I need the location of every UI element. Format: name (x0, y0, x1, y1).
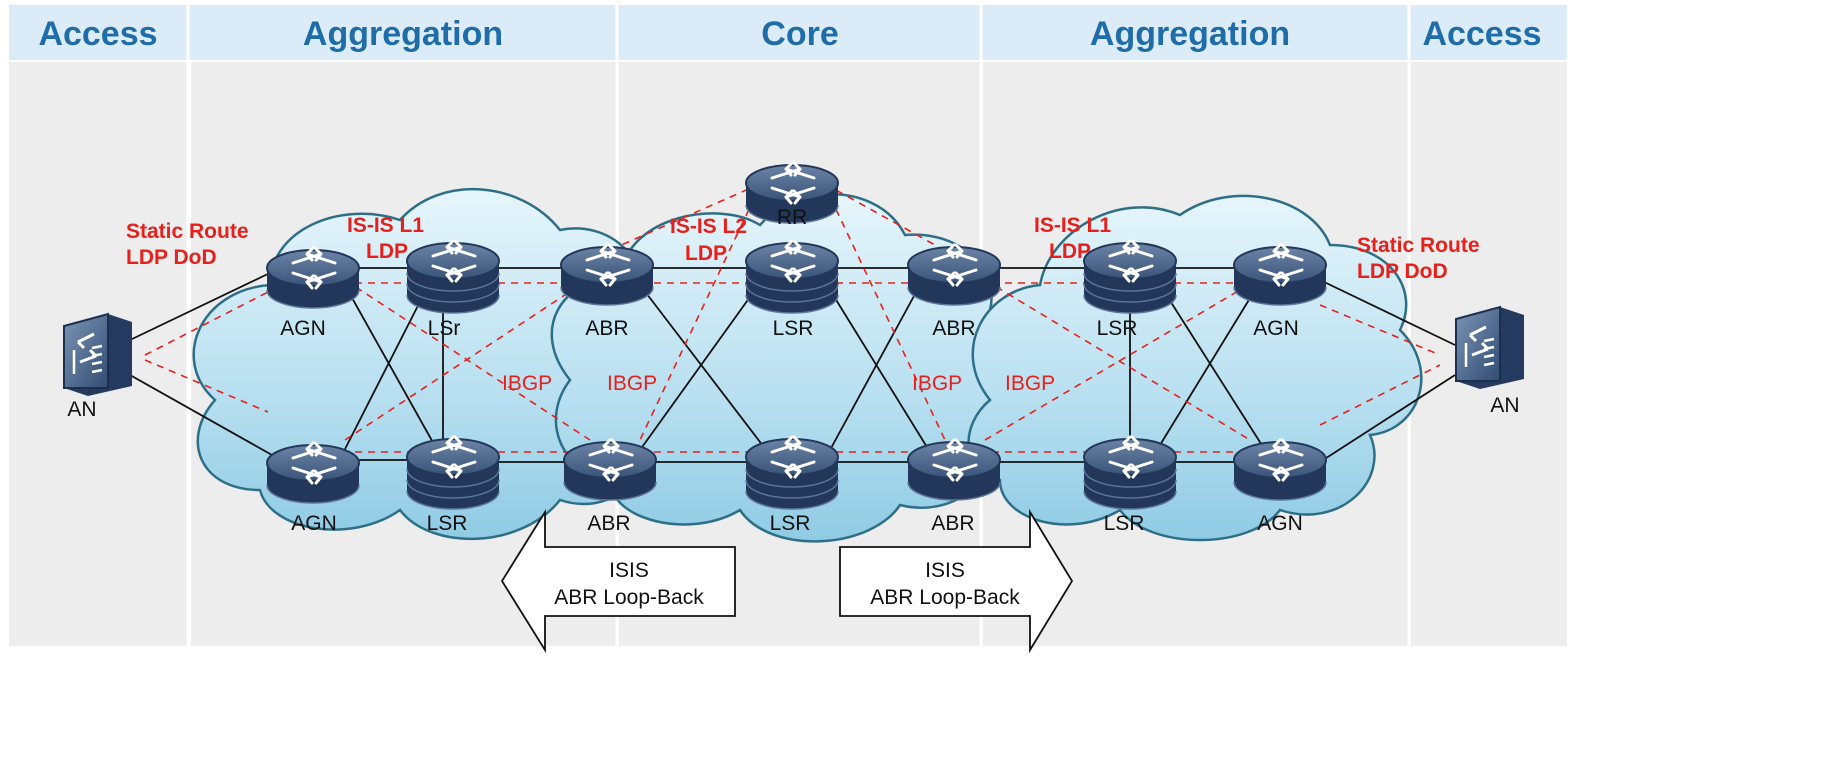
node-label-lsr-tr: LSR (1097, 317, 1138, 340)
node-label-lsr-tl: LSr (428, 317, 461, 340)
abr-top-right-router-icon (906, 243, 1002, 307)
annotation-ldp-dod-left: LDP DoD (126, 246, 217, 269)
arrow-left-line1: ISIS (609, 559, 649, 582)
node-label-lsr-br: LSR (1104, 512, 1145, 535)
an-right-icon (1454, 305, 1526, 391)
annotation-isis-l1-right: IS-IS L1 (1034, 214, 1111, 237)
lsr-top-core-router-icon (744, 239, 840, 315)
annotation-ibgp-1: IBGP (502, 372, 552, 395)
node-label-abr-br: ABR (931, 512, 974, 535)
lsr-bottom-left-router-icon (405, 435, 501, 511)
annotation-ibgp-2: IBGP (607, 372, 657, 395)
node-label-an-left: AN (67, 398, 96, 421)
node-label-lsr-bl: LSR (427, 512, 468, 535)
node-label-agn-tr: AGN (1253, 317, 1299, 340)
arrow-right-line2: ABR Loop-Back (870, 586, 1020, 609)
node-label-rr: RR (777, 206, 807, 229)
zone-label-aggregation-right: Aggregation (1090, 15, 1290, 53)
physical-links (129, 267, 1456, 463)
node-label-abr-tr: ABR (932, 317, 975, 340)
isis-loopback-arrow-right (839, 508, 1074, 654)
lsr-bottom-core-router-icon (744, 435, 840, 511)
node-label-lsr-bc: LSR (770, 512, 811, 535)
annotation-ldp-right: LDP (1049, 240, 1091, 263)
abr-bottom-left-router-icon (562, 438, 658, 502)
annotation-static-route-left: Static Route (126, 220, 249, 243)
node-label-abr-tl: ABR (585, 317, 628, 340)
agn-top-left-router-icon (265, 246, 361, 310)
node-label-agn-bl: AGN (291, 512, 337, 535)
zone-header-bar (9, 5, 1567, 60)
annotation-isis-l2: IS-IS L2 (670, 215, 747, 238)
node-label-abr-bl: ABR (587, 512, 630, 535)
lsr-top-left-router-icon (405, 239, 501, 315)
arrow-right-line1: ISIS (925, 559, 965, 582)
arrow-left-line2: ABR Loop-Back (554, 586, 704, 609)
node-label-agn-br: AGN (1257, 512, 1303, 535)
abr-top-left-router-icon (559, 243, 655, 307)
isis-loopback-arrow-left (500, 508, 736, 654)
an-left-icon (62, 312, 134, 398)
agn-top-right-router-icon (1232, 243, 1328, 307)
lsr-bottom-right-router-icon (1082, 435, 1178, 511)
lsr-top-right-router-icon (1082, 239, 1178, 315)
annotation-isis-l1-left: IS-IS L1 (347, 214, 424, 237)
annotation-static-route-right: Static Route (1357, 234, 1480, 257)
annotation-ldp-left: LDP (366, 240, 408, 263)
node-label-lsr-tc: LSR (773, 317, 814, 340)
zone-label-aggregation-left: Aggregation (303, 15, 503, 53)
annotation-ibgp-3: IBGP (912, 372, 962, 395)
zone-label-access-left: Access (38, 15, 157, 53)
zone-label-access-right: Access (1422, 15, 1541, 53)
annotation-ldp-core: LDP (685, 242, 727, 265)
agn-bottom-right-router-icon (1232, 438, 1328, 502)
abr-bottom-right-router-icon (906, 438, 1002, 502)
agn-bottom-left-router-icon (265, 441, 361, 505)
annotation-ibgp-4: IBGP (1005, 372, 1055, 395)
annotation-ldp-dod-right: LDP DoD (1357, 260, 1448, 283)
node-label-agn-tl: AGN (280, 317, 326, 340)
node-label-an-right: AN (1490, 394, 1519, 417)
zone-label-core: Core (761, 15, 838, 53)
